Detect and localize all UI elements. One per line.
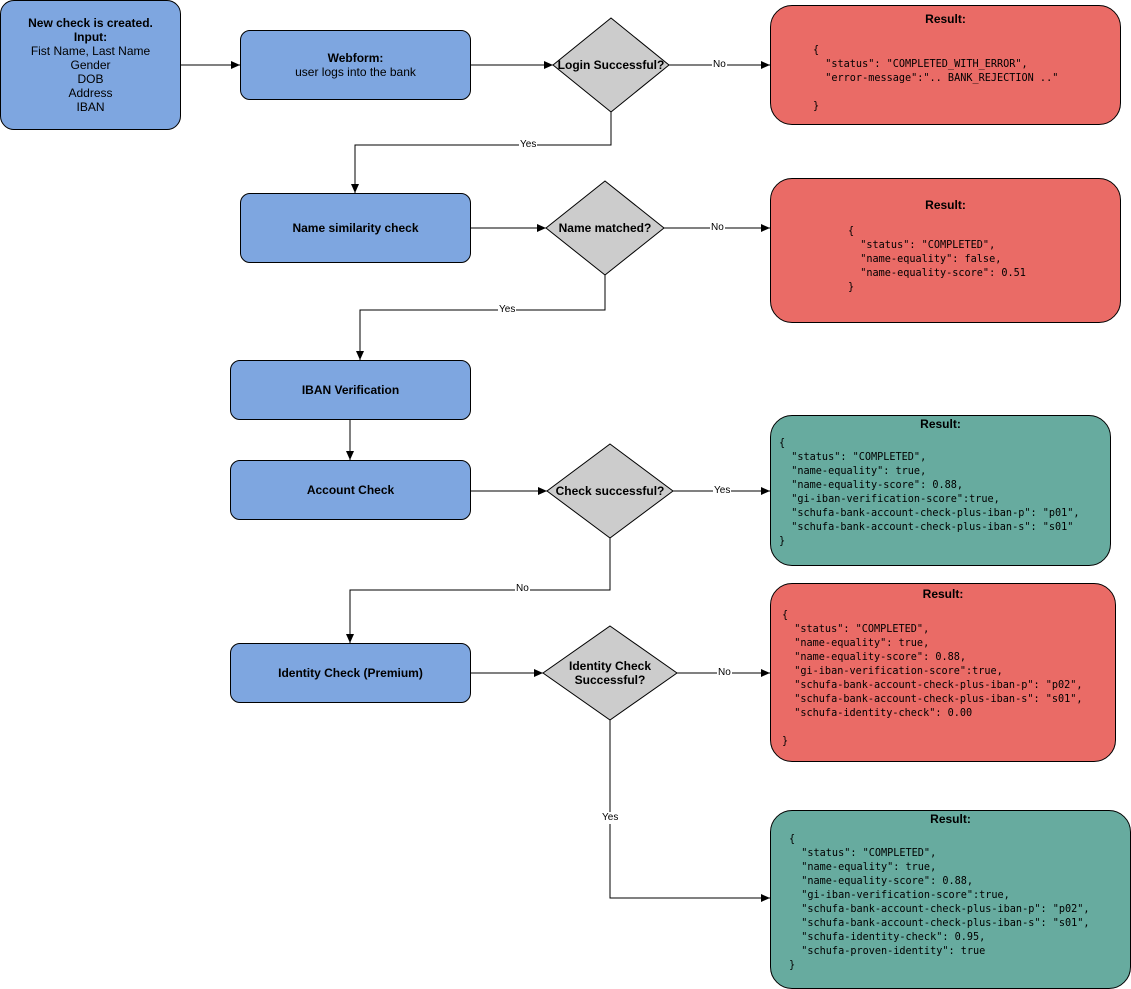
- input-field-dob: DOB: [77, 72, 104, 86]
- result-json: { "status": "COMPLETED", "name-equality"…: [848, 226, 1026, 293]
- input-field-iban: IBAN: [76, 100, 105, 114]
- webform-node: Webform: user logs into the bank: [240, 30, 471, 100]
- result-login-error: Result: { "status": "COMPLETED_WITH_ERRO…: [770, 5, 1121, 125]
- result-json: { "status": "COMPLETED", "name-equality"…: [779, 438, 1080, 547]
- input-field-gender: Gender: [70, 58, 111, 72]
- result-json: { "status": "COMPLETED", "name-equality"…: [789, 834, 1090, 971]
- start-input-label: Input:: [73, 30, 108, 44]
- edge-login-yes: [351, 112, 612, 193]
- result-identity-success: Result: { "status": "COMPLETED", "name-e…: [770, 810, 1131, 989]
- result-json: { "status": "COMPLETED_WITH_ERROR", "err…: [813, 45, 1059, 112]
- webform-title: Webform:: [327, 51, 384, 65]
- decision-check-label: Check successful?: [555, 484, 665, 498]
- result-identity-fail: Result: { "status": "COMPLETED", "name-e…: [770, 583, 1116, 762]
- decision-login-label: Login Successful?: [557, 58, 665, 72]
- result-title: Result:: [930, 812, 971, 826]
- result-title: Result:: [925, 12, 966, 26]
- decision-name-label: Name matched?: [558, 221, 652, 235]
- result-json: { "status": "COMPLETED", "name-equality"…: [782, 610, 1083, 747]
- edge-name-yes: [356, 275, 606, 360]
- result-title: Result:: [920, 417, 961, 431]
- edge-label-identity-yes: Yes: [601, 812, 620, 824]
- iban-verification-node: IBAN Verification: [230, 360, 471, 420]
- edge-identity-yes: [609, 720, 770, 902]
- name-similarity-node: Name similarity check: [240, 193, 471, 263]
- decision-identity-label: Identity Check Successful?: [568, 659, 652, 687]
- result-name-mismatch: Result: { "status": "COMPLETED", "name-e…: [770, 178, 1121, 323]
- webform-subtitle: user logs into the bank: [295, 65, 416, 79]
- result-title: Result:: [925, 198, 966, 212]
- identity-check-node: Identity Check (Premium): [230, 643, 471, 703]
- input-field-name: Fist Name, Last Name: [30, 44, 151, 58]
- start-title: New check is created.: [28, 16, 153, 30]
- edge-label-check-no: No: [515, 583, 530, 595]
- edge-check-no: [346, 538, 611, 643]
- edge-label-identity-no: No: [717, 667, 732, 679]
- input-field-address: Address: [68, 86, 113, 100]
- account-check-node: Account Check: [230, 460, 471, 520]
- edge-label-name-no: No: [710, 222, 725, 234]
- result-account-success: Result: { "status": "COMPLETED", "name-e…: [770, 415, 1111, 566]
- edge-label-check-yes: Yes: [713, 485, 732, 497]
- start-node: New check is created. Input: Fist Name, …: [0, 0, 181, 130]
- edge-label-login-no: No: [712, 59, 727, 71]
- edge-label-name-yes: Yes: [498, 304, 517, 316]
- result-title: Result:: [922, 587, 964, 601]
- edge-label-login-yes: Yes: [519, 139, 538, 151]
